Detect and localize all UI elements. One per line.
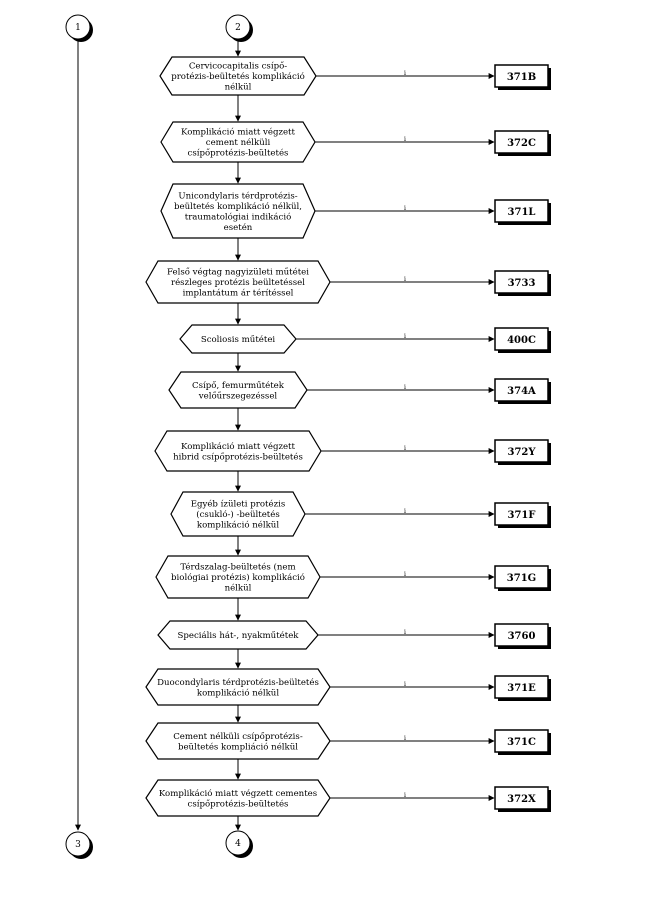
code-label: 372X (507, 794, 536, 805)
decision-node: Cervicocapitalis csípő-protézis-beülteté… (159, 56, 551, 96)
code-box (494, 502, 549, 526)
decision-list: Cervicocapitalis csípő-protézis-beülteté… (145, 40, 551, 831)
yes-label: i (404, 333, 406, 340)
decision-text-line: Egyéb ízületi protézis (191, 499, 286, 510)
decision-text-line: Komplikáció miatt végzett (181, 127, 295, 138)
decision-text-line: Felső végtag nagyizületi műtétei (167, 267, 309, 278)
decision-text-line: esetén (224, 222, 253, 233)
code-label: 371C (507, 737, 536, 748)
code-label: 400C (507, 335, 536, 346)
code-label: 372Y (507, 447, 536, 458)
code-box (494, 786, 549, 810)
code-label: 372C (507, 138, 536, 149)
code-box (494, 199, 549, 223)
connector-4: 4 (225, 830, 253, 858)
code-label: 371F (508, 510, 536, 521)
yes-label: i (404, 445, 406, 452)
code-box (494, 623, 549, 647)
decision-text-line: biológiai protézis) komplikáció (171, 572, 305, 583)
code-label: 371L (508, 207, 536, 218)
decision-node: Komplikáció miatt végzett cementescsípőp… (145, 779, 551, 817)
yes-label: i (404, 681, 406, 688)
decision-text-line: cement nélküli (206, 137, 271, 148)
code-box (494, 675, 549, 699)
connector-1-label: 1 (75, 23, 81, 33)
decision-text-line: Speciális hát-, nyakműtétek (178, 630, 300, 641)
decision-node: Egyéb ízületi protézis(csukló-) -beültet… (170, 491, 551, 537)
yes-label: i (404, 70, 406, 77)
yes-label: i (404, 508, 406, 515)
yes-label: i (404, 136, 406, 143)
decision-text-line: hibrid csípőprotézis-beültetés (173, 451, 303, 462)
connector-2: 2 (225, 14, 253, 42)
yes-label: i (404, 735, 406, 742)
code-box (494, 327, 549, 351)
code-label: 371E (507, 683, 536, 694)
code-label: 3760 (508, 631, 536, 642)
code-box (494, 439, 549, 463)
decision-text-line: komplikáció nélkül (197, 687, 279, 698)
decision-text-line: (csukló-) -beültetés (196, 509, 280, 520)
decision-text-line: nélkül (225, 82, 252, 93)
code-box (494, 270, 549, 294)
code-box (494, 130, 549, 154)
decision-text-line: komplikáció nélkül (197, 520, 279, 531)
connector-3: 3 (65, 831, 93, 859)
yes-label: i (404, 792, 406, 799)
decision-node: Speciális hát-, nyakműtétek i 3760 (157, 620, 551, 650)
decision-node: Unicondylaris térdprotézis-beültetés kom… (160, 183, 551, 239)
connector-1: 1 (65, 14, 93, 42)
code-box (494, 729, 549, 753)
decision-text-line: velőűrszegezéssel (198, 390, 278, 401)
decision-text-line: implantátum ár térítéssel (183, 288, 294, 299)
decision-node: Cement nélküli csípőprotézis-beültetés k… (145, 722, 551, 760)
decision-text-line: nélkül (225, 583, 252, 594)
connector-4-label: 4 (235, 839, 241, 849)
decision-text-line: Komplikáció miatt végzett cementes (159, 788, 317, 799)
decision-node: Duocondylaris térdprotézis-beültetéskomp… (145, 668, 551, 706)
code-label: 374A (507, 386, 536, 397)
code-box (494, 64, 549, 88)
decision-text-line: Komplikáció miatt végzett (181, 441, 295, 452)
code-box (494, 565, 549, 589)
code-label: 371B (507, 72, 536, 83)
decision-node: Felső végtag nagyizületi műtéteirészlege… (145, 260, 551, 304)
code-box (494, 378, 549, 402)
decision-text-line: Csípő, femurműtétek (192, 380, 285, 391)
yes-label: i (404, 571, 406, 578)
yes-label: i (404, 276, 406, 283)
decision-text-line: Cement nélküli csípőprotézis- (173, 731, 303, 742)
connector-2-label: 2 (235, 23, 241, 33)
decision-text-line: Térdszalag-beültetés (nem (180, 562, 295, 573)
decision-text-line: csípőprotézis-beültetés (188, 798, 289, 809)
decision-text-line: részleges protézis beültetéssel (171, 277, 305, 288)
decision-text-line: beültetés komplikáció nélkül, (174, 201, 302, 212)
decision-text-line: Duocondylaris térdprotézis-beültetés (157, 677, 319, 688)
decision-node: Scoliosis műtétei i 400C (179, 324, 551, 354)
yes-label: i (404, 629, 406, 636)
decision-text-line: beültetés kompliáció nélkül (178, 741, 298, 752)
decision-text-line: traumatológiai indikáció (185, 211, 292, 222)
yes-label: i (404, 384, 406, 391)
decision-text-line: Cervicocapitalis csípő- (189, 61, 287, 72)
code-label: 3733 (508, 278, 536, 289)
yes-label: i (404, 205, 406, 212)
decision-text-line: protézis-beültetés komplikáció (171, 71, 305, 82)
connector-3-label: 3 (75, 840, 81, 850)
code-label: 371G (507, 573, 536, 584)
decision-text-line: Scoliosis műtétei (201, 334, 276, 345)
decision-text-line: csípőprotézis-beültetés (188, 148, 289, 159)
decision-text-line: Unicondylaris térdprotézis- (178, 190, 297, 201)
